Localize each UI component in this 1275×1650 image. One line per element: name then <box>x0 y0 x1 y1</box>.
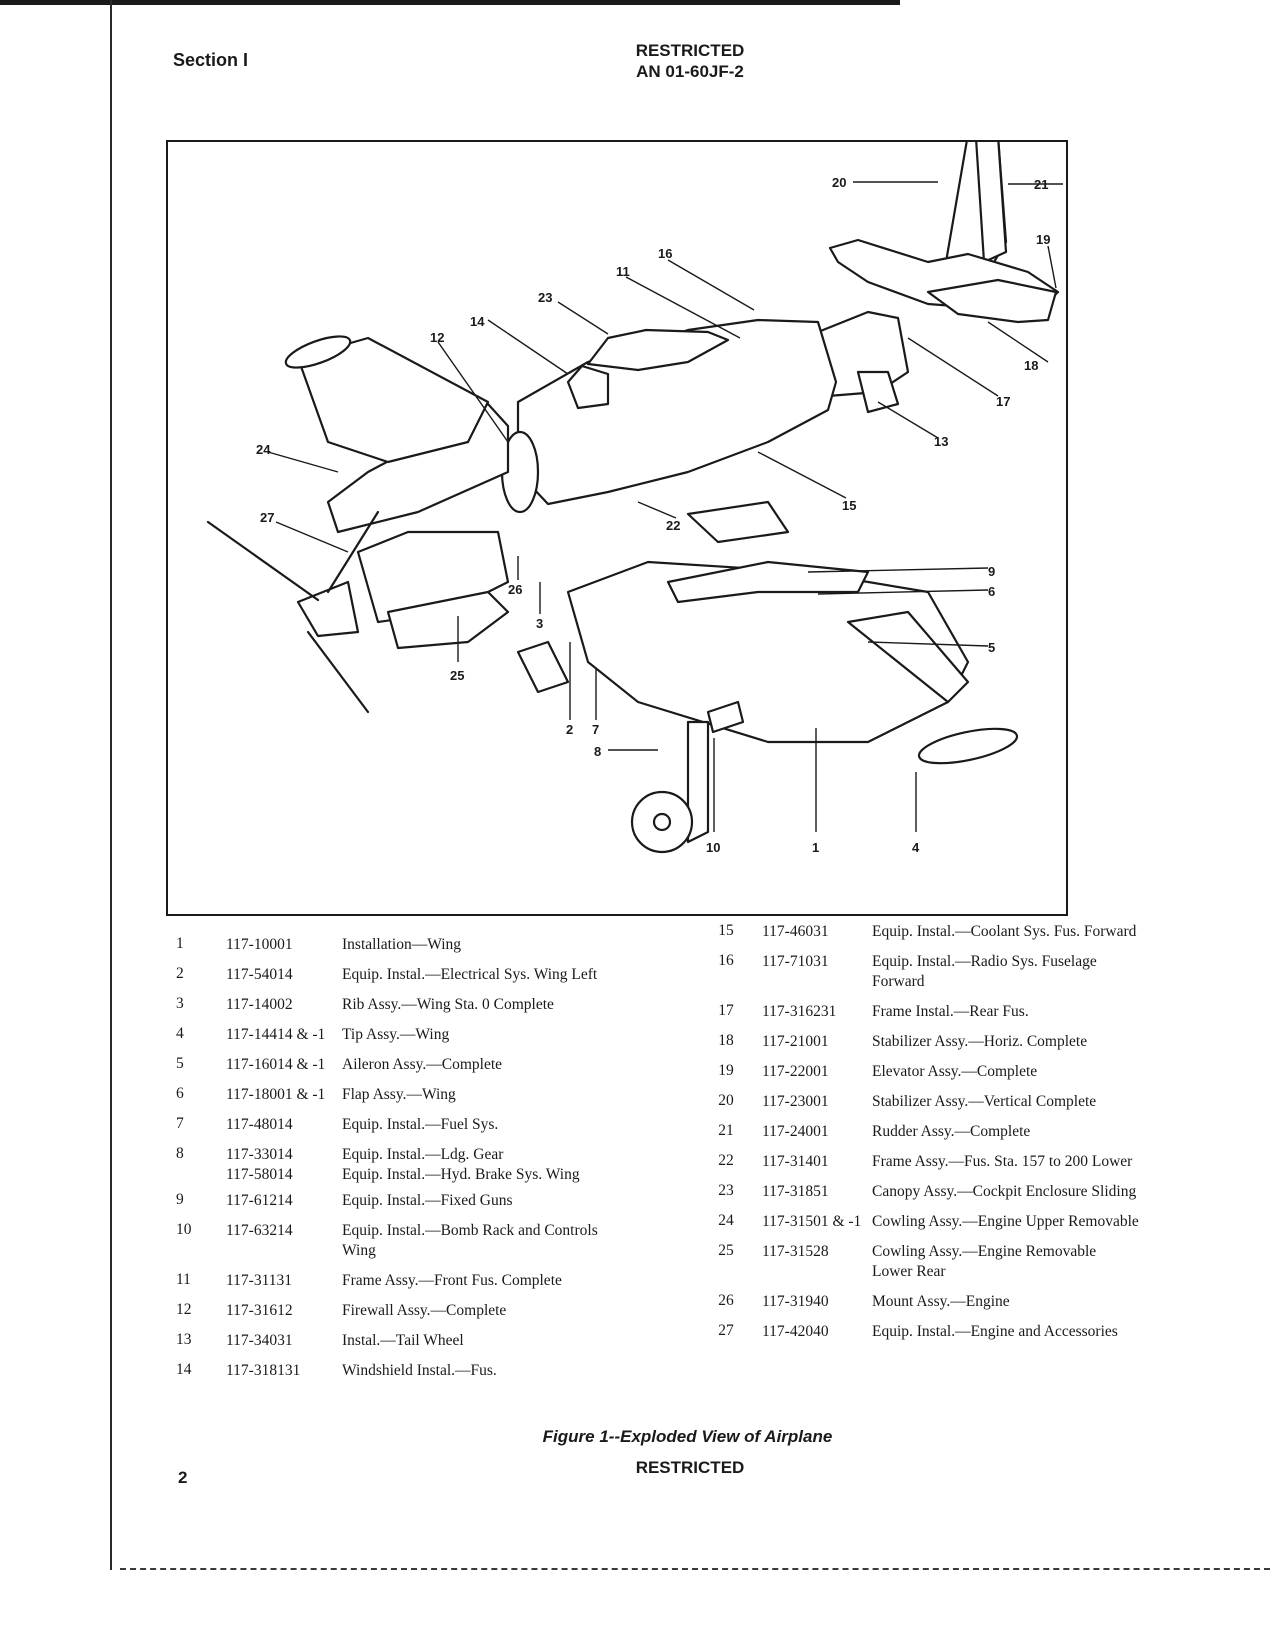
wing-tip-upper-shape <box>284 335 352 369</box>
leader-13 <box>877 401 939 439</box>
callout-25: 25 <box>450 668 464 683</box>
leader-23 <box>557 301 609 335</box>
bomb-rack-shape <box>706 700 745 734</box>
callout-7: 7 <box>592 722 599 737</box>
airplane-illustration: 20 21 19 16 11 23 14 12 18 17 13 24 15 2… <box>206 142 1063 855</box>
aileron-shape <box>846 610 970 704</box>
rudder-shape <box>975 142 1008 264</box>
tail-wheel-shape <box>856 370 900 414</box>
figure-caption: Figure 1--Exploded View of Airplane <box>542 1427 833 1446</box>
leader-9 <box>807 567 989 573</box>
leader-17 <box>907 337 999 397</box>
wing-tip-lower-shape <box>917 727 1019 765</box>
callout-2: 2 <box>566 722 573 737</box>
callout-22: 22 <box>666 518 680 533</box>
callout-18: 18 <box>1024 358 1038 373</box>
callout-16: 16 <box>658 246 672 261</box>
leader-5 <box>867 641 989 647</box>
callout-27: 27 <box>260 510 274 525</box>
propeller-blade-1 <box>206 520 320 602</box>
scoop-shape <box>516 640 570 694</box>
lower-cowling-shape <box>386 590 510 650</box>
callout-12: 12 <box>430 330 444 345</box>
callout-15: 15 <box>842 498 856 513</box>
top-border-rule <box>0 0 900 5</box>
access-panel-shape <box>686 500 790 544</box>
landing-gear-hub-shape <box>652 812 672 832</box>
callout-19: 19 <box>1036 232 1050 247</box>
callout-20: 20 <box>832 175 846 190</box>
page-header: RESTRICTED AN 01-60JF-2 <box>560 40 820 82</box>
document-number: AN 01-60JF-2 <box>636 62 744 81</box>
landing-gear-door-shape <box>686 720 710 844</box>
leader-24 <box>267 451 339 473</box>
callout-21: 21 <box>1034 177 1048 192</box>
callout-14: 14 <box>470 314 485 329</box>
leader-6 <box>817 589 989 595</box>
figure-callouts: 20 21 19 16 11 23 14 12 18 17 13 24 15 2… <box>256 175 1050 855</box>
leader-27 <box>275 521 349 553</box>
leader-19 <box>1047 245 1057 289</box>
callout-6: 6 <box>988 584 995 599</box>
footer-classification: RESTRICTED <box>635 1458 745 1477</box>
bottom-border-rule <box>120 1568 1270 1570</box>
canopy-shape <box>586 328 730 372</box>
header-classification: RESTRICTED <box>635 41 745 60</box>
exploded-view-figure: 20 21 19 16 11 23 14 12 18 17 13 24 15 2… <box>166 140 1068 916</box>
callout-10: 10 <box>706 840 720 855</box>
left-margin-rule <box>110 0 112 1570</box>
leader-18 <box>987 321 1049 363</box>
callout-23: 23 <box>538 290 552 305</box>
callout-24: 24 <box>256 442 271 457</box>
page-number: 2 <box>178 1468 188 1487</box>
leader-15 <box>757 451 847 499</box>
callout-3: 3 <box>536 616 543 631</box>
callout-5: 5 <box>988 640 995 655</box>
leader-22 <box>637 501 677 519</box>
callout-1: 1 <box>812 840 819 855</box>
leader-12 <box>437 341 509 443</box>
detached-wing-panel-shape <box>296 336 490 464</box>
section-label: Section I <box>173 50 249 70</box>
leader-14 <box>487 319 569 375</box>
elevator-shape <box>926 278 1058 324</box>
callout-26: 26 <box>508 582 522 597</box>
leader-16 <box>667 259 755 311</box>
callout-11: 11 <box>616 264 630 279</box>
propeller-blade-3 <box>326 510 380 594</box>
callout-17: 17 <box>996 394 1010 409</box>
propeller-blade-2 <box>306 630 370 714</box>
leader-11 <box>625 276 741 339</box>
callout-4: 4 <box>912 840 920 855</box>
windshield-shape <box>566 364 610 410</box>
callout-9: 9 <box>988 564 995 579</box>
callout-8: 8 <box>594 744 601 759</box>
callout-13: 13 <box>934 434 948 449</box>
